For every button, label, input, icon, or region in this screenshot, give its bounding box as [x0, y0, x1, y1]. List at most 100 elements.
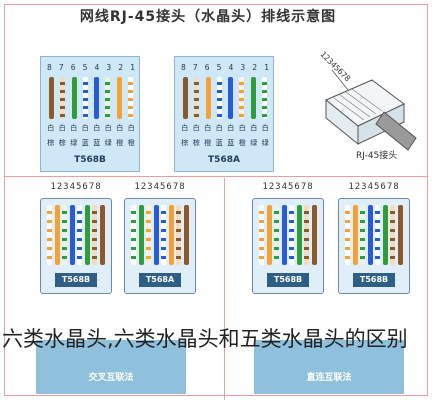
wire-color-word: 白 — [116, 124, 124, 132]
wire-color-word: 绿 — [70, 139, 78, 147]
connector-wire — [311, 205, 317, 265]
wire-color-word: 绿 — [261, 139, 269, 147]
connector-tab: T568B — [267, 273, 309, 287]
wire — [127, 77, 133, 119]
wire — [250, 77, 256, 119]
connector-wire — [92, 205, 98, 265]
connector-wire — [99, 205, 105, 265]
wire — [49, 77, 54, 119]
wire — [71, 77, 77, 119]
t568b-wires — [49, 77, 133, 119]
wire — [261, 77, 267, 119]
wire-color-word: 白 — [58, 124, 66, 132]
t568a-label: T568A — [208, 155, 240, 165]
wire-color-word: 白 — [192, 124, 200, 132]
t568b-label: T568B — [74, 155, 106, 165]
wire — [194, 77, 200, 119]
connector-head: T568B — [338, 198, 410, 294]
wire-color-word: 橙 — [238, 139, 246, 147]
wire-color-word: 蓝 — [81, 139, 89, 147]
wire — [82, 77, 88, 119]
connector-wire — [146, 205, 152, 265]
page-caption: 六类水晶头,六类水晶头和五类水晶头的区别 — [2, 327, 408, 351]
connector-wire — [69, 205, 75, 265]
pin-number: 2 — [252, 63, 258, 72]
wire — [116, 77, 122, 119]
connector-pin-numbers: 12345678 — [50, 182, 102, 192]
wire-color-word: 白 — [215, 124, 223, 132]
wire-color-word: 白 — [47, 124, 55, 132]
connector-tab: T568B — [353, 273, 395, 287]
connector-wire — [360, 205, 366, 265]
pin-number: 3 — [240, 63, 246, 72]
plug-label: RJ-45接头 — [356, 151, 398, 161]
wire-color-word: 白 — [227, 124, 235, 132]
wire — [239, 77, 245, 119]
connector-left-2: 12345678 T568A — [122, 182, 198, 372]
connector-wire — [176, 205, 182, 265]
pin-number: 6 — [70, 63, 76, 72]
pin-number: 7 — [58, 63, 64, 72]
wire-color-word: 蓝 — [215, 139, 223, 147]
connector-right-1: 12345678 T568B — [250, 182, 326, 372]
crossover-cable-label: 交叉互联法 — [88, 373, 134, 383]
connector-wires — [259, 205, 317, 265]
connector-wire — [54, 205, 60, 265]
wire-color-word: 白 — [104, 124, 112, 132]
connector-head: T568A — [124, 198, 196, 294]
connector-left-1: 12345678 T568B — [38, 182, 114, 372]
wire-color-word: 棕 — [58, 139, 66, 147]
connector-wire — [397, 205, 403, 265]
connector-pin-numbers: 12345678 — [134, 182, 186, 192]
connector-wire — [289, 205, 295, 265]
section-divider-vertical — [224, 178, 225, 400]
connector-wires — [131, 205, 189, 265]
connector-wire — [47, 205, 52, 265]
connector-wire — [304, 205, 310, 265]
pin-number: 8 — [47, 63, 52, 72]
connector-wire — [153, 205, 159, 265]
connector-pin-numbers: 12345678 — [348, 182, 400, 192]
connector-wire — [345, 205, 350, 265]
wire-color-word: 白 — [238, 124, 246, 132]
connector-wire — [382, 205, 388, 265]
wire-color-word: 蓝 — [93, 139, 101, 147]
connector-wire — [259, 205, 264, 265]
connector-wire — [168, 205, 174, 265]
pin-number: 1 — [130, 63, 135, 72]
pin-number: 5 — [82, 63, 88, 72]
wire — [205, 77, 211, 119]
wire-color-word: 白 — [250, 124, 258, 132]
connector-head: T568B — [40, 198, 112, 294]
connector-wire — [375, 205, 381, 265]
connector-right-2: 12345678 T568B — [336, 182, 412, 372]
pin-number: 4 — [94, 63, 100, 72]
connector-pin-numbers: 12345678 — [262, 182, 314, 192]
t568a-wire-words: 白白白白白白白白棕棕橙蓝蓝橙绿绿 — [179, 123, 271, 153]
wire-color-word: 绿 — [104, 139, 112, 147]
diagram-frame — [4, 4, 428, 396]
connector-wire — [183, 205, 189, 265]
connector-wire — [84, 205, 90, 265]
connector-wires — [47, 205, 105, 265]
connector-wire — [161, 205, 167, 265]
wire-color-word: 白 — [261, 124, 269, 132]
connector-wire — [390, 205, 396, 265]
pin-number: 3 — [106, 63, 112, 72]
connector-wire — [62, 205, 68, 265]
wire-color-word: 棕 — [192, 139, 200, 147]
pin-number: 6 — [204, 63, 210, 72]
crossover-cable: 交叉互联法 — [36, 340, 186, 394]
wire-color-word: 白 — [181, 124, 189, 132]
straight-cable: 直连互联法 — [254, 340, 404, 394]
wire-color-word: 橙 — [116, 139, 124, 147]
wire-color-word: 白 — [127, 124, 135, 132]
diagram-title: 网线RJ-45接头（水晶头）排线示意图 — [79, 9, 337, 25]
pin-number: 1 — [264, 63, 269, 72]
section-divider — [4, 176, 428, 177]
connector-wire — [274, 205, 280, 265]
wire-color-word: 橙 — [204, 139, 212, 147]
